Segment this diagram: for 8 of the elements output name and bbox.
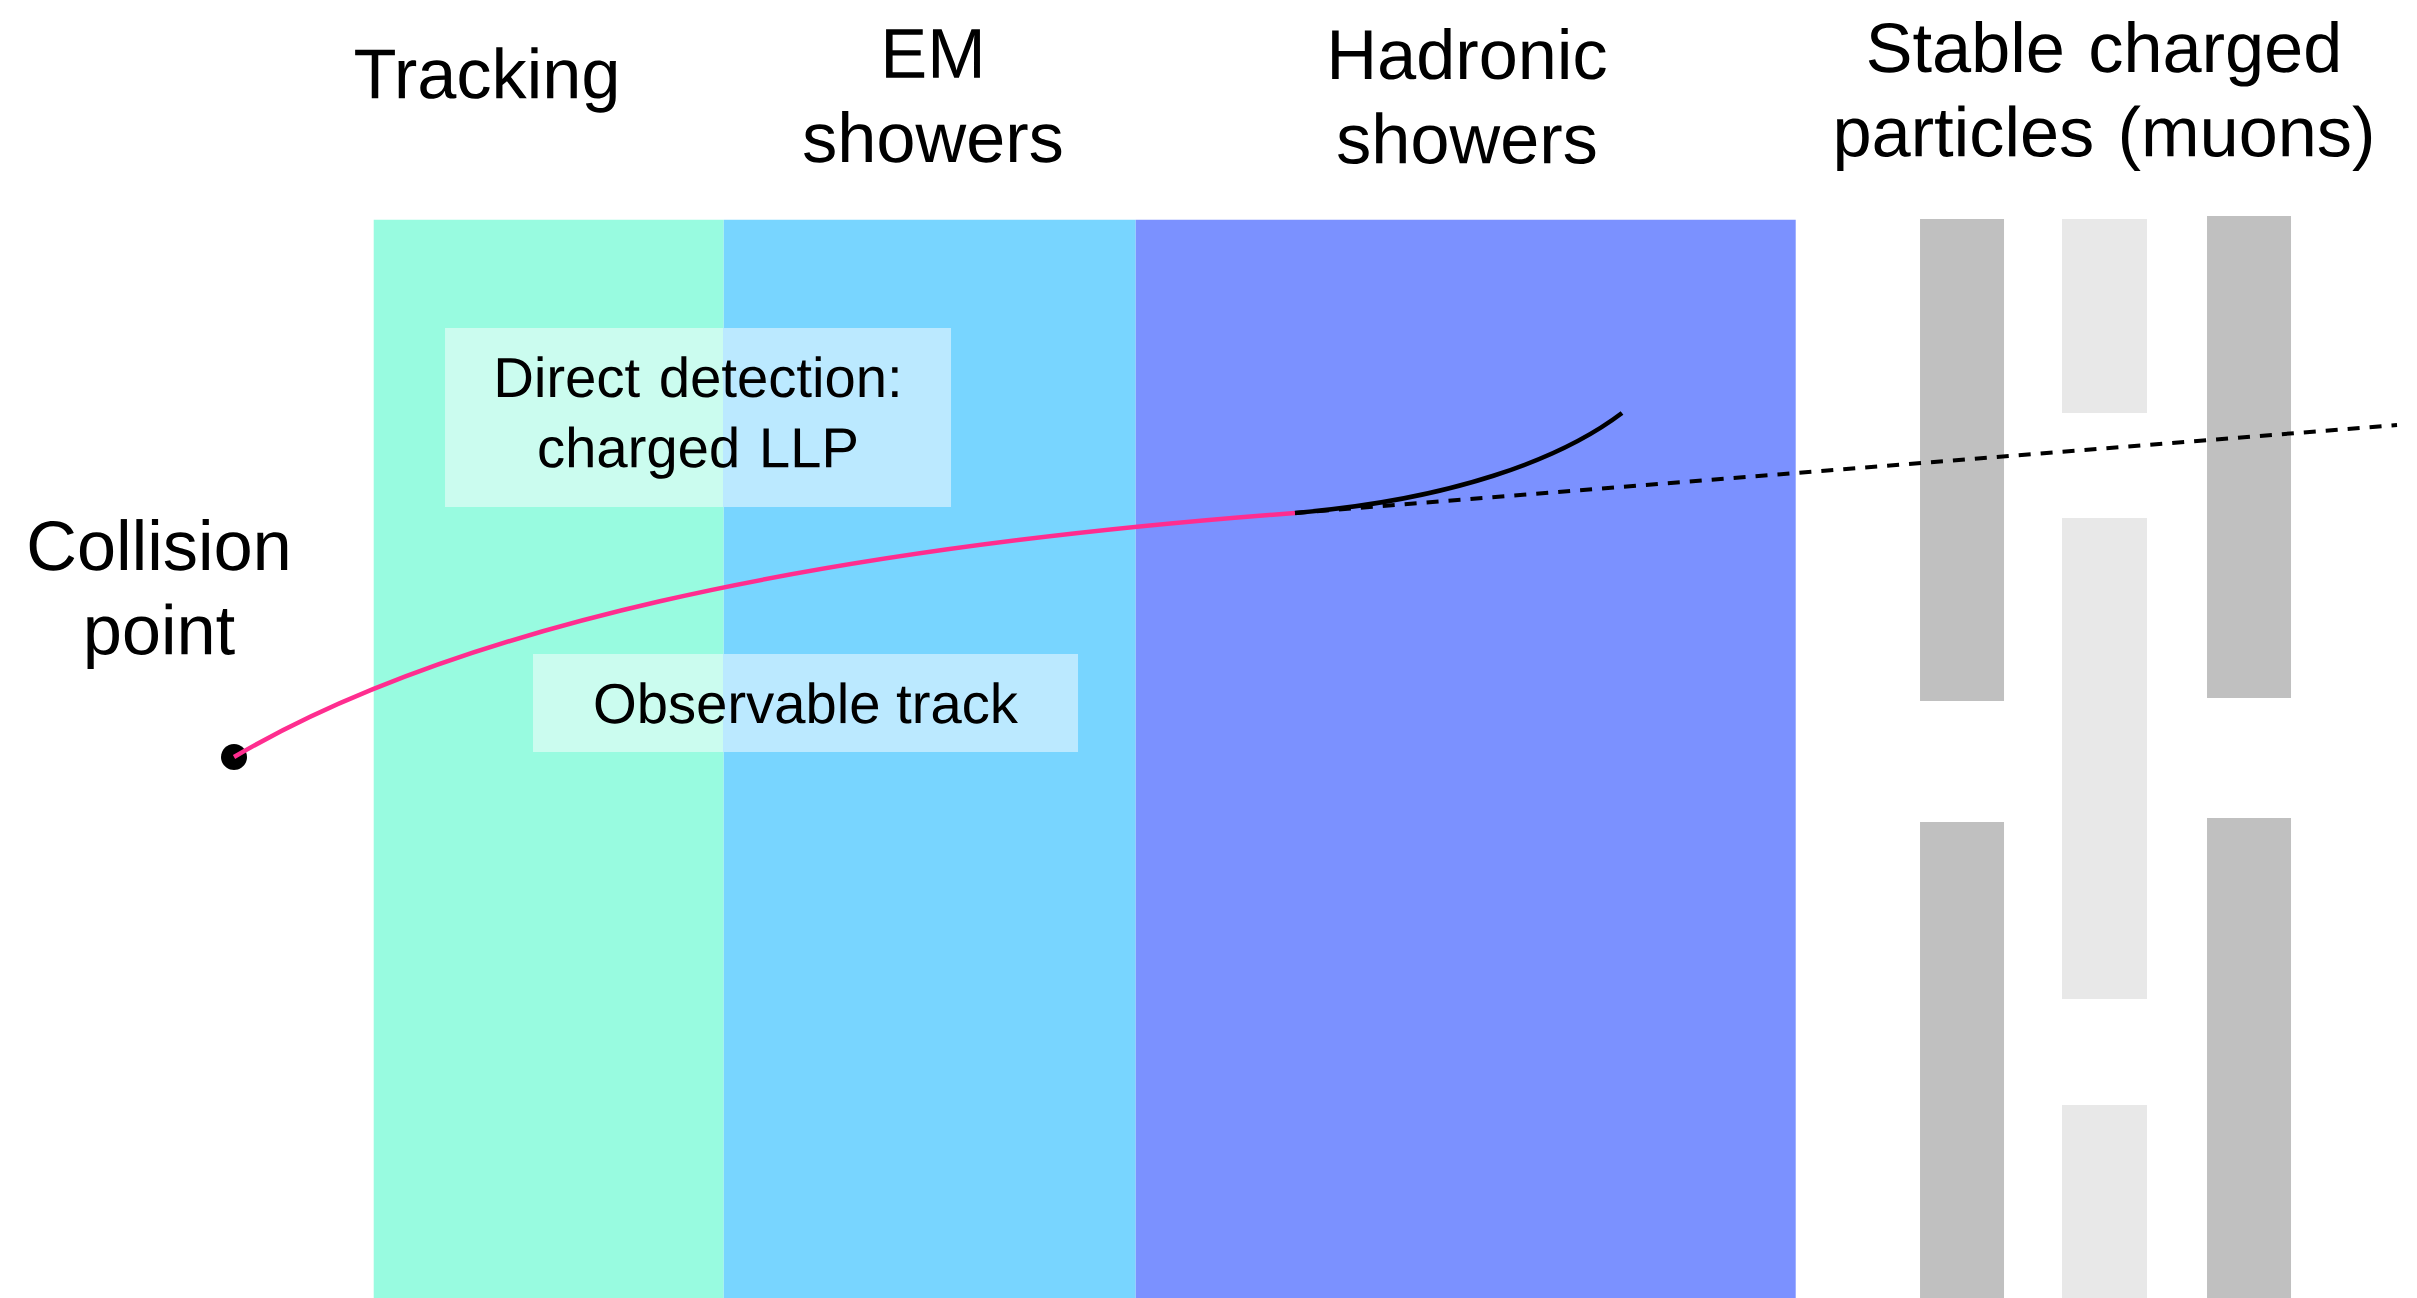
text-box: Direct detection: charged LLP bbox=[445, 328, 951, 507]
point-label: Collision point bbox=[29, 519, 288, 669]
node-label: Hadronic showers bbox=[1332, 28, 1606, 164]
section-heading: Stable charged particles (muons) bbox=[1837, 21, 2372, 171]
detector-layer: Hadronic showers bbox=[1135, 28, 1796, 1298]
node-label: EM showers bbox=[804, 29, 1062, 163]
text-box: Observable track bbox=[533, 654, 1078, 752]
node-label: Tracking bbox=[355, 47, 616, 113]
